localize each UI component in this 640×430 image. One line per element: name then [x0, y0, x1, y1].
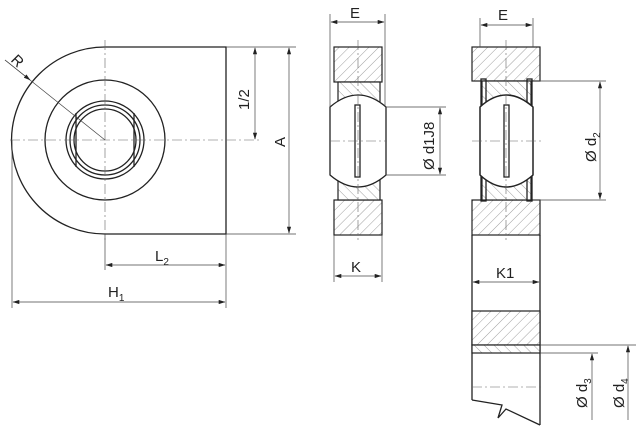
- label-d3: Ø d3: [574, 378, 594, 408]
- label-d4: Ø d4: [611, 378, 631, 408]
- break-line: [471, 399, 541, 426]
- label-d1j8: Ø d1J8: [421, 122, 438, 170]
- label-l2: L2: [155, 248, 169, 268]
- front-view: R 1/2 A L2 H1: [4, 40, 296, 308]
- label-e-right: E: [498, 7, 508, 24]
- label-d2: Ø d2: [583, 132, 603, 162]
- label-k: K: [351, 259, 361, 276]
- label-h1: H1: [108, 284, 125, 304]
- label-r: R: [7, 51, 27, 71]
- label-e-left: E: [350, 5, 360, 22]
- section-view-k: E K Ø d1J8: [329, 5, 446, 282]
- housing-outline: [10, 46, 227, 235]
- label-a: A: [272, 137, 289, 147]
- label-half: 1/2: [236, 89, 253, 110]
- label-k1: K1: [496, 265, 514, 282]
- section-view-k1: E K1 Ø d2 Ø d3 Ø d4: [471, 7, 636, 426]
